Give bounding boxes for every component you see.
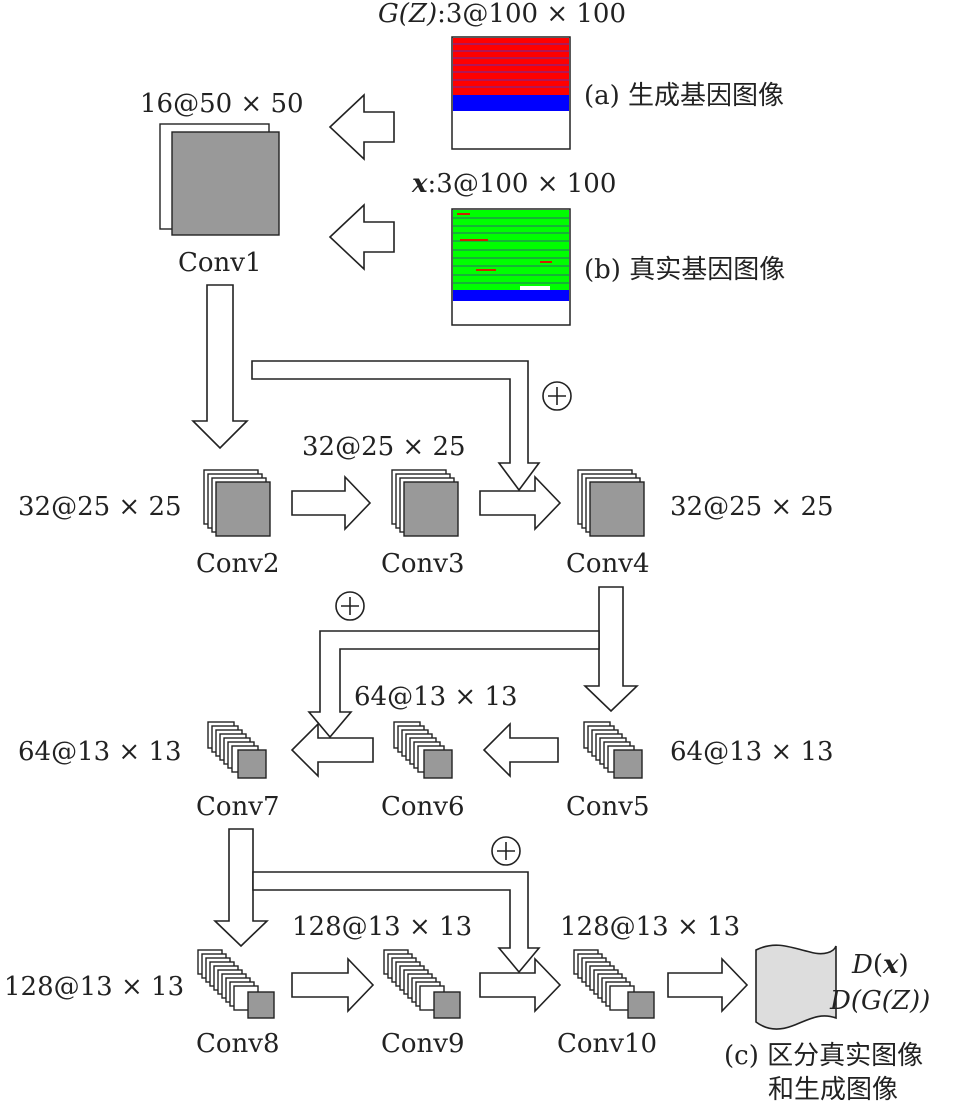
conv3-label: Conv3 [381, 549, 465, 579]
real-input-arrow [328, 203, 395, 271]
output-caption-line2: 和生成图像 [768, 1075, 898, 1105]
output-dx: D(x) [851, 950, 909, 980]
conv8-dims: 128@13 × 13 [4, 972, 184, 1002]
conv1-dims: 16@50 × 50 [140, 89, 304, 119]
conv9-dims: 128@13 × 13 [292, 912, 472, 942]
conv2-dims: 32@25 × 25 [18, 492, 182, 522]
real-blue-band [453, 290, 569, 301]
real-image-size-label: x:3@100 × 100 [411, 169, 616, 199]
conv2-to-conv3-arrow [291, 475, 372, 531]
conv9-label: Conv9 [381, 1029, 465, 1059]
output-shape [755, 944, 837, 1030]
conv7-to-conv8-arrow [213, 828, 269, 948]
generated-blue-band [453, 95, 569, 111]
conv9-feature-maps [383, 949, 461, 1019]
conv3-to-conv4-arrow [479, 475, 562, 531]
conv9-to-conv10-arrow [479, 957, 562, 1013]
output-dgz: D(G(Z)) [829, 986, 930, 1016]
generated-red-band [453, 38, 569, 95]
conv10-label: Conv10 [557, 1029, 657, 1059]
conv8-to-conv9-arrow [291, 957, 375, 1013]
conv4-dims: 32@25 × 25 [670, 492, 834, 522]
generated-image-size-label: G(Z):3@100 × 100 [378, 0, 626, 29]
conv4-feature-maps [577, 469, 645, 537]
conv7-label: Conv7 [196, 792, 280, 822]
conv6-feature-maps [393, 721, 453, 779]
real-gene-image [451, 208, 571, 326]
conv5-label: Conv5 [566, 792, 650, 822]
skip-conv1-to-conv4 [251, 360, 541, 492]
conv10-to-output-arrow [667, 957, 749, 1013]
conv7-dims: 64@13 × 13 [18, 737, 182, 767]
conv8-label: Conv8 [196, 1029, 280, 1059]
skip-conv4-to-conv7 [307, 630, 600, 739]
conv3-feature-maps [391, 469, 459, 537]
conv1-label: Conv1 [178, 248, 262, 278]
conv5-dims: 64@13 × 13 [670, 737, 834, 767]
real-image-caption: (b) 真实基因图像 [584, 255, 785, 285]
conv2-label: Conv2 [196, 549, 280, 579]
conv6-dims: 64@13 × 13 [354, 682, 518, 712]
conv4-label: Conv4 [566, 549, 650, 579]
conv5-feature-maps [583, 721, 643, 779]
conv2-feature-maps [203, 469, 271, 537]
generated-gene-image [451, 36, 571, 150]
output-caption-line1: (c) 区分真实图像 [724, 1041, 923, 1071]
conv3-dims: 32@25 × 25 [302, 432, 466, 462]
conv10-feature-maps [573, 949, 655, 1019]
conv4-to-conv5-arrow [583, 586, 639, 713]
conv8-feature-maps [197, 949, 275, 1019]
generated-input-arrow [328, 93, 395, 161]
conv7-feature-maps [207, 721, 267, 779]
conv5-to-conv6-arrow [482, 722, 559, 778]
conv1-feature-maps [159, 123, 280, 236]
generated-image-caption: (a) 生成基因图像 [584, 81, 784, 111]
conv1-to-conv2-arrow [191, 284, 249, 450]
conv6-label: Conv6 [381, 792, 465, 822]
conv10-dims: 128@13 × 13 [560, 912, 740, 942]
skip-conv7-to-conv10 [252, 871, 541, 974]
conv6-to-conv7-arrow [290, 722, 374, 778]
